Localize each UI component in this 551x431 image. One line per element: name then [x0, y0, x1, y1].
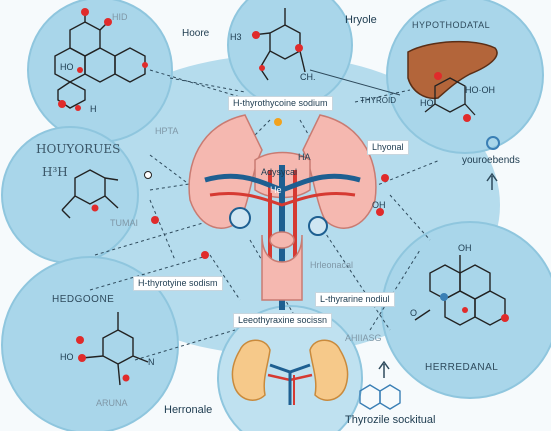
- atom-label-h3: H3: [230, 32, 242, 42]
- atom-gland-top: [274, 118, 282, 126]
- atom-br-blue: [440, 293, 448, 301]
- molecule-liver: [424, 77, 476, 116]
- label-bottom-left-title: HEDGOONE: [52, 294, 115, 305]
- atom-gland-lower: [201, 251, 209, 259]
- label-left-atoms: H³H: [42, 165, 68, 179]
- label-middle-center-faint: Hrleonacal: [310, 260, 354, 270]
- label-bottom-left-arun: ARUNA: [96, 398, 128, 408]
- label-bottom-right-title: HERREDANAL: [425, 362, 499, 373]
- label-center-top-pill: H-thyrothycoine sodium: [228, 96, 333, 111]
- label-lower-center-pill: Leeothyraxine socissn: [233, 313, 333, 328]
- atom-liver-2: [463, 114, 471, 122]
- atom-label-ho-2: HO: [420, 98, 434, 108]
- label-middle-center-pill: L-thyrarine nodiul: [315, 292, 395, 307]
- atom-left-1: [91, 204, 99, 212]
- label-center-left-faint: HPTA: [155, 126, 179, 136]
- label-gland: Adysycal: [261, 167, 298, 177]
- label-bottom-right-text: Thyrozile sockitual: [345, 414, 436, 426]
- atom-bl-3: [122, 374, 130, 382]
- label-right-pill: Lhyonal: [367, 140, 409, 155]
- label-left-faint: TUMAI: [110, 218, 138, 228]
- gland-node-left: [229, 207, 251, 229]
- label-center-right-tag: THYROID: [360, 96, 396, 105]
- label-top-center: Hoore: [182, 28, 210, 39]
- ring-icon: [486, 136, 500, 150]
- atom-bl-1: [76, 336, 84, 344]
- atom-br-1: [501, 314, 509, 322]
- atom-label-o: O: [410, 308, 418, 318]
- label-bottom-center: Herronale: [164, 404, 213, 416]
- label-top-right-bubble: HYPOTHODATAL: [412, 20, 491, 30]
- atom-label-he: He: [270, 185, 282, 195]
- atom-label-ha: HA: [298, 152, 311, 162]
- atom-label-h-1: H: [90, 104, 97, 114]
- atom-left-3: [151, 216, 159, 224]
- thyroid-gland: [188, 114, 377, 310]
- atom-label-oh-1: OH: [372, 200, 386, 210]
- label-left-title: HOUYORUES: [36, 142, 121, 156]
- label-right-text: youroebends: [462, 155, 520, 166]
- molecule-left: [61, 169, 119, 219]
- atom-liver-1: [434, 72, 442, 80]
- atom-gland-right: [381, 174, 389, 182]
- molecule-thyrozile: [359, 384, 401, 410]
- atom-label-ho-1: HO: [60, 62, 74, 72]
- atom-label-ch: CH.: [300, 72, 316, 82]
- gland-node-right: [308, 216, 328, 236]
- molecule-top-left: [54, 12, 146, 109]
- label-lower-right-faint: AHIIASG: [345, 333, 382, 343]
- kidney-pair: [231, 339, 349, 405]
- arrow-up-icon-right: [486, 172, 498, 190]
- molecule-bottom-left: [81, 312, 149, 386]
- label-top-left-faint: HID: [112, 12, 128, 22]
- atom-label-n: N: [148, 357, 155, 367]
- atom-left-2: [144, 171, 152, 179]
- atom-label-ho-3: HO: [60, 352, 74, 362]
- molecule-top-center-atoms: [252, 31, 303, 71]
- molecule-top-left-atoms: [58, 8, 148, 111]
- liver-organ: [407, 40, 498, 100]
- label-middle-left-pill: H-thyrotyine sodism: [133, 276, 223, 291]
- arrow-up-icon: [378, 360, 390, 378]
- label-top-right-title: Hryole: [345, 14, 377, 26]
- atom-bl-2: [78, 354, 86, 362]
- atom-br-2: [462, 307, 468, 313]
- atom-label-oh-2: OH: [458, 243, 472, 253]
- atom-gland-right-2: [376, 208, 384, 216]
- atom-label-hoh: HO·OH: [465, 85, 495, 95]
